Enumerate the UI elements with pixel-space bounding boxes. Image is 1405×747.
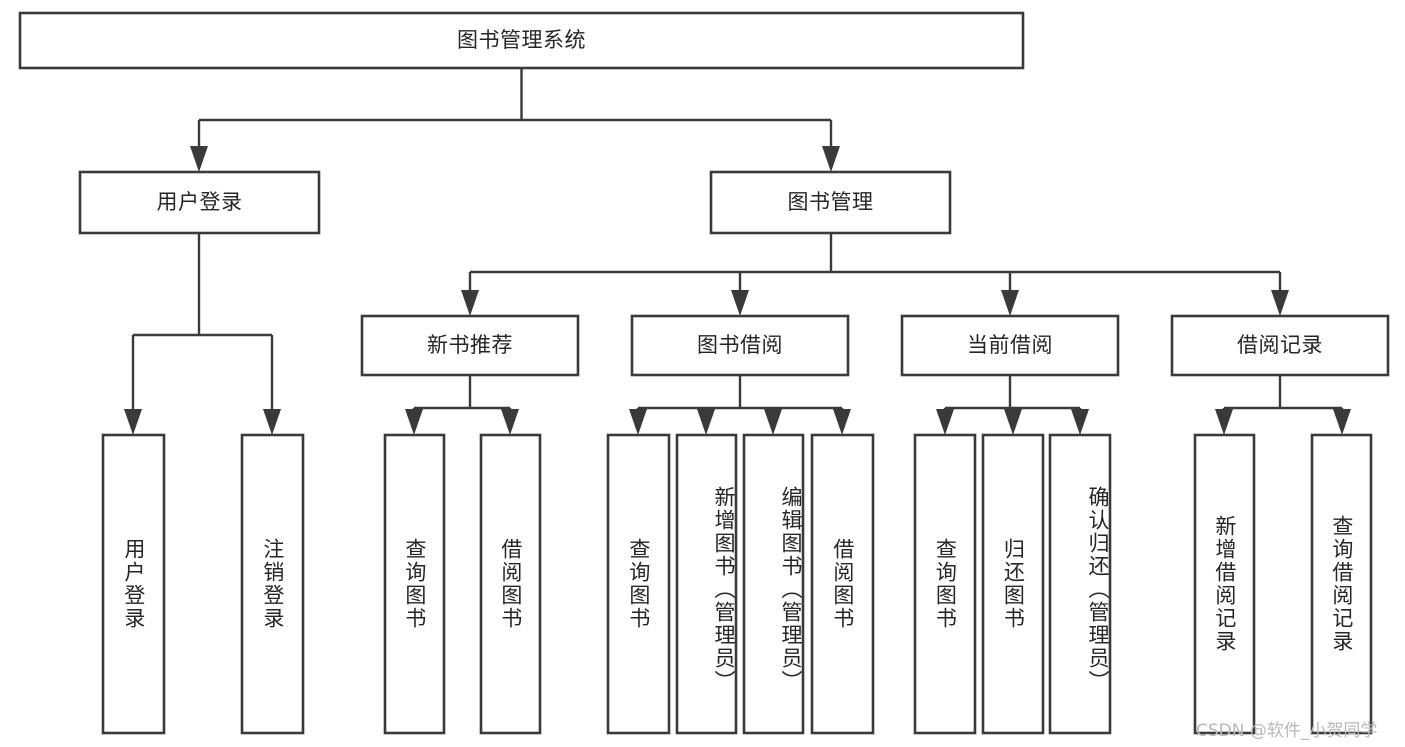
arrow-leaf-logout-icon: [263, 409, 281, 435]
arrow-book-borrow-icon: [731, 290, 749, 316]
node-box-leaf-confirm-return[interactable]: [1048, 433, 1112, 735]
node-box-leaf-query-borrow-record[interactable]: [1310, 433, 1373, 735]
watermark-text: CSDN @软件_小贺同学: [1196, 721, 1378, 741]
arrow-leaf-query-book-borrow-icon: [629, 409, 647, 435]
arrow-new-book-recommend-icon: [461, 290, 479, 316]
node-box-book-manage[interactable]: [709, 170, 952, 235]
node-box-new-book-recommend[interactable]: [360, 314, 580, 377]
node-box-leaf-logout[interactable]: [240, 433, 305, 735]
arrow-book-manage-icon: [822, 146, 840, 172]
node-box-leaf-query-book-recommend[interactable]: [383, 433, 446, 735]
arrow-leaf-add-borrow-record-icon: [1215, 409, 1233, 435]
nodes-layer: [18, 11, 1390, 735]
arrow-user-login-icon: [190, 146, 208, 172]
node-box-book-borrow[interactable]: [630, 314, 850, 377]
arrow-leaf-query-book-current-icon: [936, 409, 954, 435]
arrow-leaf-edit-book-icon: [764, 409, 782, 435]
node-box-leaf-borrow-book[interactable]: [810, 433, 875, 735]
edges-layer: [124, 68, 1351, 435]
node-box-leaf-borrow-book-recommend[interactable]: [479, 433, 542, 735]
arrow-current-borrow-icon: [1001, 290, 1019, 316]
arrow-leaf-user-login-icon: [124, 409, 142, 435]
arrow-leaf-return-book-icon: [1004, 409, 1022, 435]
arrow-leaf-confirm-return-icon: [1071, 409, 1089, 435]
arrow-borrow-record-icon: [1271, 290, 1289, 316]
node-box-leaf-query-book-current[interactable]: [913, 433, 977, 735]
node-box-leaf-add-borrow-record[interactable]: [1193, 433, 1256, 735]
arrow-leaf-query-borrow-record-icon: [1333, 409, 1351, 435]
node-box-leaf-edit-book[interactable]: [742, 433, 805, 735]
node-box-leaf-query-book-borrow[interactable]: [606, 433, 671, 735]
arrow-leaf-borrow-book-recommend-icon: [501, 409, 519, 435]
node-box-current-borrow[interactable]: [900, 314, 1120, 377]
arrow-leaf-borrow-book-icon: [833, 409, 851, 435]
node-box-leaf-user-login[interactable]: [101, 433, 166, 735]
arrow-leaf-add-book-icon: [697, 409, 715, 435]
node-box-leaf-add-book[interactable]: [675, 433, 738, 735]
node-box-borrow-record[interactable]: [1170, 314, 1390, 377]
arrow-leaf-query-book-recommend-icon: [405, 409, 423, 435]
node-box-root[interactable]: [18, 11, 1025, 70]
node-box-user-login[interactable]: [78, 170, 321, 235]
node-box-leaf-return-book[interactable]: [981, 433, 1045, 735]
